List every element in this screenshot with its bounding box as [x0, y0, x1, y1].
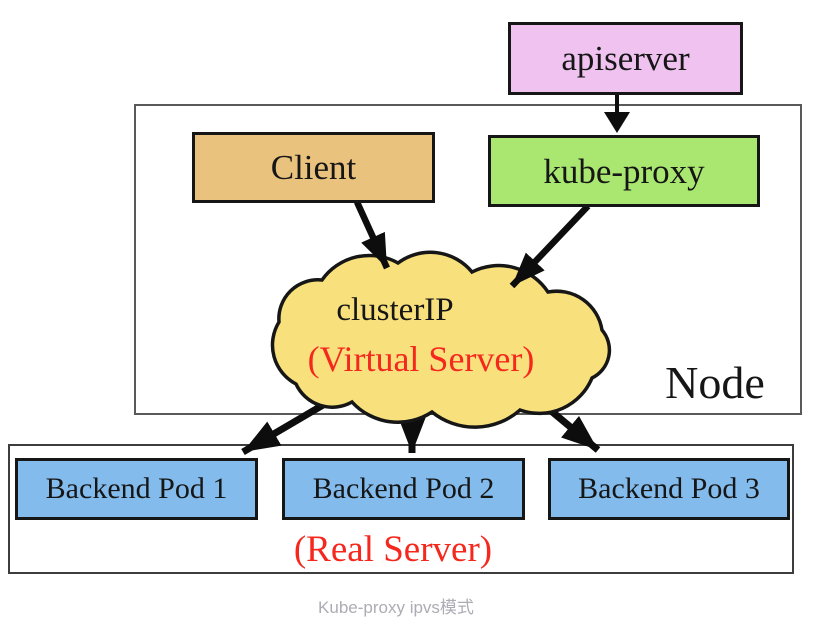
backend-pod-3-label: Backend Pod 3: [578, 472, 760, 505]
node-region-label: Node: [665, 357, 765, 408]
apiserver-label: apiserver: [561, 39, 690, 78]
arrow-kubeproxy-to-cloud: [509, 203, 591, 289]
cluster-ip-label: clusterIP: [336, 292, 454, 328]
client-label: Client: [270, 148, 357, 187]
apiserver-box: apiserver: [508, 22, 743, 95]
kube-proxy-box: kube-proxy: [488, 135, 760, 207]
backend-pod-1-box: Backend Pod 1: [15, 458, 258, 520]
cluster-ip-cloud: [270, 250, 612, 429]
virtual-server-label: (Virtual Server): [307, 339, 535, 379]
real-server-label: (Real Server): [293, 529, 493, 570]
backend-pod-3-box: Backend Pod 3: [548, 458, 790, 520]
backend-pod-2-label: Backend Pod 2: [312, 472, 495, 505]
kube-proxy-label: kube-proxy: [543, 151, 705, 191]
arrow-apiserver-to-kubeproxy: [604, 94, 630, 133]
backend-pod-1-label: Backend Pod 1: [45, 472, 228, 505]
image-caption: Kube-proxy ipvs模式: [318, 598, 474, 617]
arrow-client-to-cloud: [354, 200, 390, 270]
client-box: Client: [192, 132, 435, 203]
backend-pod-2-box: Backend Pod 2: [282, 458, 525, 520]
